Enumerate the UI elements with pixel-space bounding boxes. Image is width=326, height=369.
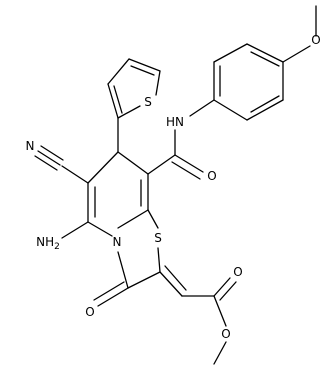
- bond: [147, 209, 159, 229]
- bond: [213, 43, 248, 63]
- bond: [40, 145, 64, 161]
- bond: [213, 99, 248, 121]
- bond: [113, 85, 123, 114]
- bond: [189, 99, 215, 117]
- atom-label-ring-carbonyl-o: O: [85, 305, 94, 319]
- bond: [128, 58, 161, 72]
- bond: [117, 105, 141, 119]
- bond: [127, 271, 161, 289]
- bond: [171, 161, 201, 180]
- bond: [213, 277, 231, 297]
- bond: [37, 150, 61, 166]
- bond: [87, 221, 113, 237]
- bond: [174, 154, 204, 173]
- atom-label-amide-nh: HN: [166, 115, 184, 129]
- bond: [246, 99, 284, 121]
- bond: [219, 281, 237, 301]
- atom-label-thiophene-s: S: [144, 95, 152, 109]
- bond: [117, 151, 149, 175]
- bond: [164, 265, 187, 291]
- bond: [107, 58, 130, 85]
- bond: [155, 70, 161, 96]
- atom-labels: O S HN N O NH2 N S O O O: [26, 33, 321, 341]
- bond: [97, 287, 129, 307]
- bond: [87, 151, 119, 184]
- bond: [130, 65, 155, 76]
- bond: [250, 95, 280, 113]
- atom-label-nitrile-n: N: [26, 139, 35, 153]
- bond: [34, 155, 58, 171]
- bond: [93, 281, 125, 301]
- bond: [117, 209, 149, 229]
- bond: [107, 83, 119, 119]
- bond: [117, 251, 129, 289]
- bond: [159, 271, 183, 297]
- atom-label-ester-carbonyl-o: O: [233, 265, 242, 279]
- bond: [246, 43, 284, 63]
- atom-label-ring-n: N: [113, 235, 122, 249]
- atom-label-amide-o: O: [207, 169, 216, 183]
- bond: [61, 165, 89, 184]
- atom-label-amino: NH2: [36, 235, 60, 252]
- bond: [213, 341, 227, 365]
- atom-label-thiazole-s: S: [154, 231, 162, 245]
- bond: [282, 45, 311, 63]
- bond: [213, 295, 227, 327]
- atom-label-ester-single-o: O: [221, 327, 230, 341]
- atom-label-ether-o: O: [311, 33, 320, 47]
- bond: [61, 221, 89, 239]
- bond: [157, 247, 161, 273]
- bond: [147, 154, 176, 175]
- bond: [250, 51, 280, 67]
- bonds: [34, 5, 317, 365]
